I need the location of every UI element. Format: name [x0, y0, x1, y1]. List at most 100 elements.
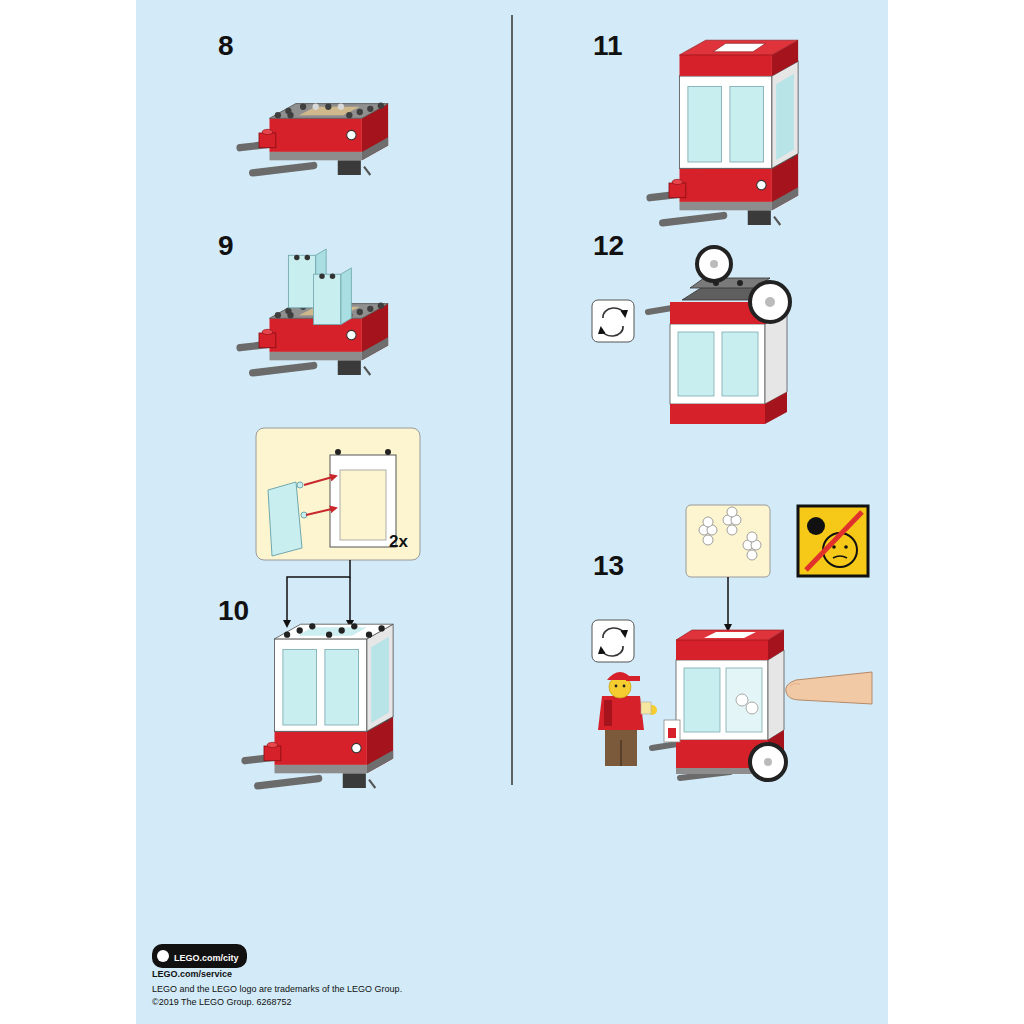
step-13-model	[676, 630, 784, 640]
step-12-model	[737, 280, 743, 286]
rotate-icon	[603, 628, 625, 638]
step-12-model	[678, 332, 714, 396]
callout-parts	[330, 455, 396, 547]
step-number: 11	[593, 30, 623, 62]
step-10-model	[309, 623, 315, 629]
minifigure	[626, 676, 640, 681]
minifigure	[623, 685, 626, 688]
minifigure	[605, 728, 637, 766]
finger	[786, 672, 872, 704]
step-13-model	[736, 694, 748, 706]
step-12-model	[670, 324, 765, 404]
step-11-model	[680, 40, 799, 55]
warning-sign	[798, 506, 868, 576]
popcorn-pieces	[727, 525, 737, 535]
step-13-model	[676, 640, 768, 660]
popcorn-pieces	[703, 535, 713, 545]
step-13-model	[750, 744, 786, 780]
rotate-icon	[592, 300, 634, 342]
minifigure	[620, 740, 622, 766]
step-12-model	[697, 247, 731, 281]
step-9-model	[240, 249, 388, 375]
step-12-model	[710, 260, 718, 268]
callout-box	[256, 428, 420, 560]
step-9-model	[319, 274, 324, 279]
callout-parts	[385, 449, 391, 455]
callout-parts	[304, 476, 336, 485]
step-9-model	[341, 268, 352, 325]
step-13-model	[664, 720, 680, 742]
callout-parts	[340, 470, 386, 540]
step-9-model	[330, 274, 335, 279]
popcorn-pieces	[703, 517, 713, 527]
step-13-model	[764, 758, 772, 766]
step-13-model	[746, 702, 758, 714]
step-11-model	[680, 61, 799, 168]
minifigure	[598, 672, 657, 766]
step-10-model	[284, 632, 290, 638]
rotate-icon	[592, 620, 634, 662]
website-text: LEGO.com/city	[174, 953, 239, 963]
step-10-model	[326, 632, 332, 638]
callout-parts	[297, 482, 303, 488]
step-12-model	[750, 282, 790, 322]
rotate-icon	[592, 300, 634, 342]
pointer-arrow	[349, 577, 351, 626]
step-10-model	[275, 624, 394, 731]
warning-sign	[806, 512, 862, 570]
minifigure	[604, 700, 612, 726]
step-9-model	[314, 274, 341, 324]
warning-sign	[833, 556, 847, 558]
fingernail	[790, 683, 800, 686]
step-11-model	[713, 43, 766, 51]
popcorn-callout	[686, 505, 770, 577]
step-13-model	[652, 630, 786, 780]
step-10-model	[297, 627, 303, 633]
rotate-icon	[601, 326, 623, 336]
column-divider	[511, 15, 513, 785]
page-background	[136, 0, 888, 1024]
step-9-model	[288, 255, 315, 307]
step-12-model	[722, 332, 758, 396]
step-number: 13	[593, 550, 624, 582]
popcorn-pieces	[699, 507, 761, 560]
step-12-model	[648, 247, 790, 424]
step-11-model	[680, 55, 772, 76]
callout-parts	[268, 482, 302, 556]
quantity-label: 2x	[389, 532, 408, 552]
step-13-model	[704, 632, 756, 638]
step-13-model	[768, 650, 784, 740]
step-8-model	[240, 103, 388, 175]
step-number: 9	[218, 230, 234, 262]
step-number: 12	[593, 230, 624, 262]
website-badge: LEGO.com/city	[152, 944, 247, 968]
warning-sign	[798, 506, 868, 576]
step-11-model	[650, 40, 798, 225]
step-10-model	[284, 623, 385, 638]
step-13-model	[676, 660, 768, 740]
step-number: 10	[218, 595, 249, 627]
step-12-model	[765, 392, 787, 424]
arrow-icon	[157, 950, 169, 962]
step-10-model	[366, 632, 372, 638]
step-9-model	[305, 255, 310, 260]
popcorn-pieces	[747, 550, 757, 560]
minifigure	[641, 702, 651, 714]
callout-parts	[268, 449, 396, 556]
rotate-icon	[592, 620, 634, 662]
step-12-model	[670, 404, 765, 424]
step-10-model	[351, 623, 357, 629]
pointer-arrow	[727, 577, 729, 630]
popcorn-pieces	[727, 507, 737, 517]
rotate-icon	[603, 308, 625, 318]
callout-box: 2x	[256, 428, 420, 560]
service-link: LEGO.com/service	[152, 969, 232, 979]
rotate-icon	[601, 646, 623, 656]
trademark-note: LEGO and the LEGO logo are trademarks of…	[152, 984, 402, 994]
minifigure	[615, 685, 618, 688]
callout-parts	[306, 508, 336, 515]
step-10-model	[245, 623, 393, 788]
step-10-model	[339, 627, 345, 633]
